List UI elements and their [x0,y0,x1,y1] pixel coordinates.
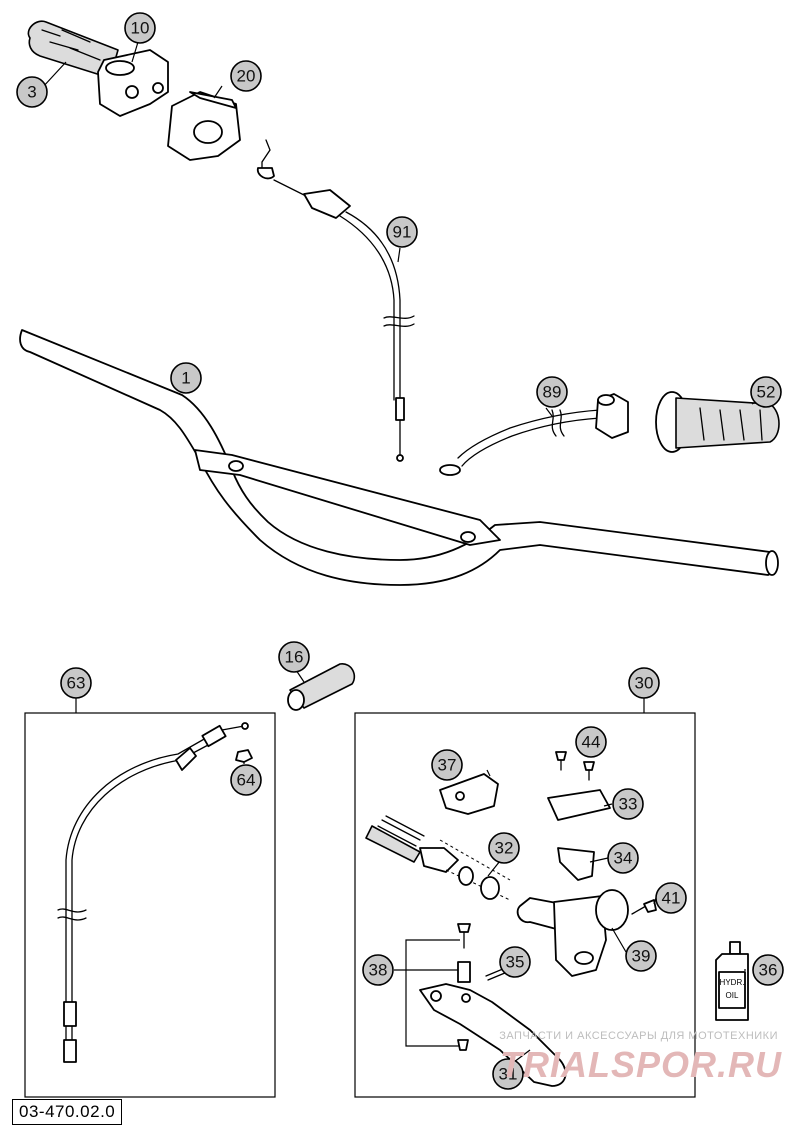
svg-text:10: 10 [131,19,150,38]
callout-39: 39 [625,940,657,972]
callout-89: 89 [536,376,568,408]
svg-text:16: 16 [285,648,304,667]
callout-64: 64 [230,764,262,796]
clamp-bolt [631,899,657,915]
watermark-logo: TRIALSPOR.RU [500,1044,782,1085]
callout-1: 1 [170,362,202,394]
callout-52: 52 [750,376,782,408]
callout-38: 38 [362,954,394,986]
callout-3: 3 [16,76,48,108]
kill-switch [439,393,629,476]
callout-32: 32 [488,832,520,864]
callout-63: 63 [60,667,92,699]
piston-kit [365,815,511,901]
svg-text:52: 52 [757,383,776,402]
svg-text:91: 91 [393,223,412,242]
oil-bottle-label-line1: HYDR. [720,978,745,987]
diaphragm [557,847,595,881]
callout-36: 36 [752,954,784,986]
lever-bushing [457,961,471,983]
cable-nut [235,749,253,763]
svg-text:35: 35 [506,953,525,972]
callout-31: 31 [492,1058,524,1090]
svg-text:32: 32 [495,839,514,858]
lever-bracket-lines [394,939,469,1051]
svg-text:34: 34 [614,849,633,868]
svg-text:63: 63 [67,674,86,693]
callout-20: 20 [230,60,262,92]
callout-34: 34 [607,842,639,874]
callout-91: 91 [386,216,418,248]
leader-lines [41,41,765,1063]
callout-16: 16 [278,641,310,673]
left-grip [655,391,780,453]
svg-text:38: 38 [369,961,388,980]
clutch-cable-frame [24,712,276,1098]
drawing-number: 03-470.02.0 [12,1099,123,1125]
clutch-cable [57,722,249,1063]
svg-text:37: 37 [438,756,457,775]
throttle-housing [97,49,169,117]
throttle-cable [256,139,415,462]
svg-text:36: 36 [759,961,778,980]
reservoir-clamp [439,773,499,815]
cable-boot [287,663,356,711]
master-cylinder-body [516,889,629,977]
svg-text:39: 39 [632,947,651,966]
handlebar [19,329,779,586]
callout-10: 10 [124,12,156,44]
svg-text:33: 33 [619,795,638,814]
throttle-cover [167,91,241,161]
hydraulic-oil-bottle: HYDR. OIL [715,941,749,1021]
reservoir-cap [547,789,611,821]
svg-text:44: 44 [582,733,601,752]
watermark-tagline: ЗАПЧАСТИ И АКСЕССУАРЫ ДЛЯ МОТОТЕХНИКИ [499,1030,778,1042]
svg-text:30: 30 [635,674,654,693]
callout-44: 44 [575,726,607,758]
svg-text:3: 3 [27,83,36,102]
svg-text:20: 20 [237,67,256,86]
master-cylinder-frame [354,712,696,1098]
lever-pin [457,923,471,949]
callout-41: 41 [655,882,687,914]
svg-text:41: 41 [662,889,681,908]
svg-text:31: 31 [499,1065,518,1084]
callout-35: 35 [499,946,531,978]
cap-screws [555,751,595,781]
svg-text:64: 64 [237,771,256,790]
svg-text:89: 89 [543,383,562,402]
callout-33: 33 [612,788,644,820]
oil-bottle-label-line2: OIL [726,991,739,1000]
svg-text:1: 1 [181,369,190,388]
callout-37: 37 [431,749,463,781]
callout-30: 30 [628,667,660,699]
